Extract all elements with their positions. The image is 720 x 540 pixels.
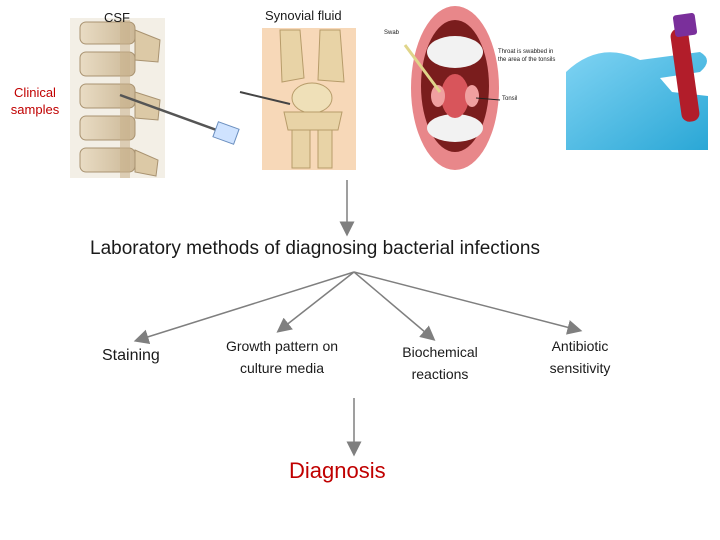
arrow-to-antibiotic: [353, 271, 583, 335]
arrow-to-staining: [133, 271, 355, 345]
growth-pattern-label: Growth pattern on culture media: [225, 338, 339, 376]
arrow-to-biochemical: [353, 271, 436, 341]
csf-label: CSF: [104, 10, 130, 25]
staining-label: Staining: [102, 347, 160, 364]
throat-illustration: [403, 6, 501, 170]
antibiotic-sensitivity-label: Antibiotic sensitivity: [549, 338, 611, 376]
tonsil-annotation: Tonsil: [502, 96, 518, 102]
spine-illustration: [70, 18, 240, 178]
knee-illustration: [239, 28, 356, 170]
clinical-samples-label: Clinical samples: [10, 85, 60, 117]
diagnosis-label: Diagnosis: [289, 458, 386, 483]
blood-sample-illustration: [566, 12, 708, 150]
synovial-fluid-label: Synovial fluid: [265, 8, 342, 23]
biochemical-reactions-label: Biochemical reactions: [402, 344, 478, 382]
main-title: Laboratory methods of diagnosing bacteri…: [90, 238, 540, 259]
throat-swab-annotation: Swab: [384, 30, 400, 36]
arrow-to-growth: [276, 271, 355, 333]
throat-note-annotation: Throat is swabbed in the area of the ton…: [498, 49, 556, 63]
